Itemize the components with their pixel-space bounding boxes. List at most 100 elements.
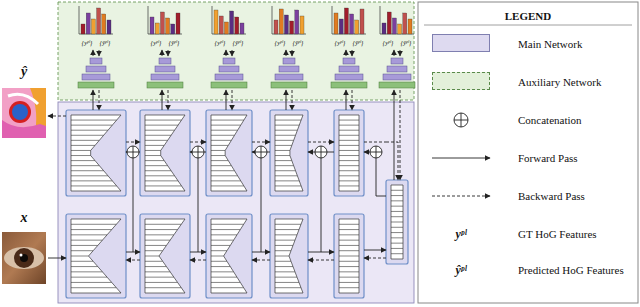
layer-line	[275, 224, 301, 225]
chart-axis	[79, 6, 80, 34]
layer-stack	[145, 115, 185, 191]
backward-arrow	[252, 260, 270, 261]
layer-line	[145, 229, 178, 230]
chart-bar	[150, 17, 154, 34]
network-block	[140, 110, 190, 196]
layer-line	[211, 224, 244, 225]
legend-box: LEGENDMain NetworkAuxiliary NetworkConca…	[418, 2, 638, 303]
backward-arrow	[168, 90, 169, 110]
chart-bar	[160, 12, 164, 34]
chart-bar	[408, 19, 412, 34]
pyramid-layer	[339, 66, 359, 72]
layer-line	[339, 125, 359, 126]
backward-arrow	[168, 50, 169, 56]
chart-bar	[350, 14, 354, 34]
layer-line	[71, 170, 104, 171]
chart-bar	[295, 10, 299, 34]
pyramid-base	[331, 82, 367, 88]
layer-line	[339, 271, 359, 272]
layer-line	[71, 160, 95, 161]
layer-line	[145, 130, 175, 131]
forward-arrow	[364, 152, 370, 153]
layer-line	[211, 256, 224, 257]
layer-line	[339, 229, 359, 230]
forward-arrow	[394, 90, 395, 180]
backward-arrow	[386, 142, 398, 180]
layer-line	[145, 245, 166, 246]
skip-line	[133, 158, 134, 252]
layer-line	[145, 261, 163, 262]
skip-line	[321, 158, 322, 252]
layer-line	[71, 150, 91, 151]
pyramid-layer	[279, 66, 299, 72]
layer-line	[275, 130, 297, 131]
chart-bar	[97, 8, 101, 34]
chart-label: {yᵖˡ}	[335, 39, 346, 46]
layer-line	[339, 245, 359, 246]
layer-line	[391, 195, 403, 196]
layer-line	[391, 211, 403, 212]
layer-line	[339, 150, 359, 151]
network-block	[140, 214, 190, 298]
layer-line	[145, 175, 175, 176]
chart-bar	[344, 8, 348, 34]
chart-label: {yᵖˡ}	[215, 39, 226, 46]
layer-line	[275, 277, 297, 278]
pyramid-layer	[86, 66, 106, 72]
layer-line	[145, 165, 168, 166]
backward-arrow	[432, 196, 490, 197]
layer-line	[275, 170, 296, 171]
layer-line	[145, 150, 161, 151]
image-label: x	[2, 210, 46, 226]
pyramid-base	[379, 82, 415, 88]
layer-line	[391, 243, 403, 244]
concat-symbol	[454, 113, 468, 127]
layer-line	[145, 240, 170, 241]
layer-line	[391, 200, 403, 201]
layer-line	[71, 130, 108, 131]
pyramid-layer	[335, 74, 363, 80]
layer-line	[275, 245, 293, 246]
layer-line	[275, 282, 299, 283]
layer-line	[211, 150, 225, 151]
layer-line	[275, 145, 292, 146]
skip-line	[261, 158, 262, 252]
network-block	[270, 214, 308, 298]
layer-line	[275, 250, 291, 251]
chart-bar	[230, 11, 234, 34]
network-block	[66, 110, 126, 196]
forward-arrow	[226, 50, 227, 56]
layer-stack	[71, 115, 121, 191]
layer-line	[275, 240, 295, 241]
skip-line	[198, 158, 199, 252]
layer-line	[211, 234, 237, 235]
layer-line	[211, 135, 235, 136]
chart-label: {yᵖˡ}	[151, 39, 162, 46]
layer-line	[145, 256, 159, 257]
pyramid-layer	[283, 58, 295, 64]
layer-stack	[145, 219, 185, 293]
layer-line	[71, 250, 93, 251]
layer-line	[71, 287, 116, 288]
network-block	[334, 214, 364, 298]
forward-arrow	[394, 50, 395, 56]
pyramid-layer	[387, 66, 407, 72]
layer-line	[145, 145, 164, 146]
chart-axis	[332, 6, 333, 34]
legend-rule	[424, 25, 632, 26]
legend-text: Auxiliary Network	[518, 76, 601, 88]
layer-line	[211, 120, 244, 121]
layer-line	[391, 248, 403, 249]
chart-bar	[274, 20, 278, 34]
chart-bar	[219, 16, 223, 34]
layer-stack	[391, 185, 403, 259]
chart-axis	[148, 6, 149, 34]
layer-line	[145, 266, 166, 267]
image-label: ŷ	[2, 64, 46, 80]
concat-symbol	[261, 146, 262, 158]
layer-line	[275, 150, 290, 151]
layer-line	[211, 140, 231, 141]
chart-bar	[284, 15, 288, 34]
forward-arrow	[162, 50, 163, 56]
image-node: x	[2, 210, 46, 286]
